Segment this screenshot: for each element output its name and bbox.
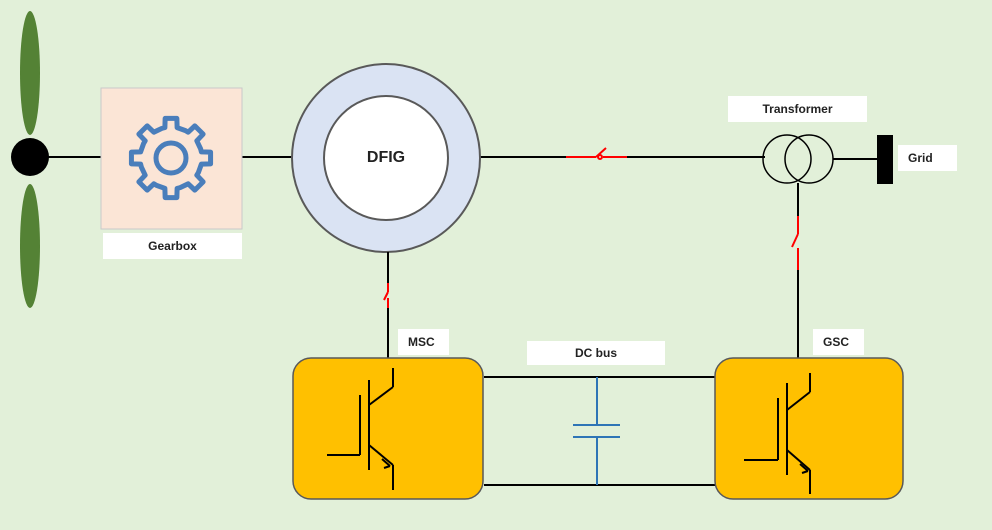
gsc-box	[714, 357, 904, 500]
rotor-breaker	[383, 283, 389, 308]
dfig-label: DFIG	[366, 149, 406, 166]
gearbox-label: Gearbox	[103, 233, 242, 259]
msc-igbt-icon	[327, 368, 394, 490]
msc-label: MSC	[398, 329, 449, 355]
dfig-rotor	[323, 95, 449, 221]
dc-capacitor	[573, 377, 620, 485]
grid-label: Grid	[898, 145, 957, 171]
gsc-igbt-icon	[744, 373, 811, 494]
msc-box	[292, 357, 484, 500]
gsc-breaker	[791, 216, 799, 270]
blade-bottom	[20, 184, 40, 308]
transformer-label: Transformer	[728, 96, 867, 122]
turbine-hub	[11, 138, 49, 176]
stator-breaker	[566, 147, 627, 160]
transformer-primary	[762, 134, 812, 184]
gearbox-box	[100, 87, 243, 230]
blade-top	[20, 11, 40, 135]
transformer-secondary	[784, 134, 834, 184]
gear-icon	[128, 115, 214, 201]
gsc-label: GSC	[813, 329, 864, 355]
dc-bus-label: DC bus	[527, 341, 665, 365]
grid-bus-bar	[877, 135, 893, 184]
